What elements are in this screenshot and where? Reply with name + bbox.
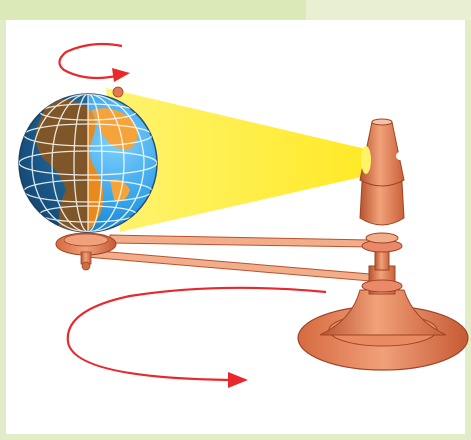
sun-lamp-stand (297, 118, 469, 371)
globe-rotation-arrow (58, 42, 130, 82)
curved-arrow-icon (66, 286, 327, 382)
top-strip-accent (306, 0, 471, 20)
orbit-arrow (66, 286, 327, 388)
connecting-arms (85, 234, 371, 282)
light-beam (106, 88, 370, 232)
globe-base (55, 232, 117, 271)
sun-lamp-icon (359, 121, 405, 187)
curved-arrow-icon (58, 42, 123, 80)
